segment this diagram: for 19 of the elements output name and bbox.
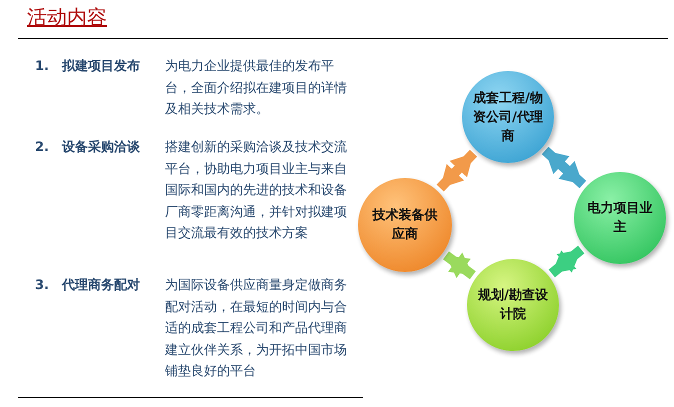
double-arrow — [542, 146, 586, 188]
item-description: 搭建创新的采购洽谈及技术交流平台，协助电力项目业主与来自国际和国内的先进的技术和设备厂商零距离沟通，并针对拟建项目交流最有效的技术方案 — [165, 139, 348, 243]
node-label: 电力项目业主 — [586, 200, 654, 237]
double-arrow — [443, 251, 476, 280]
item-heading: 代理商务配对 — [62, 276, 140, 295]
circle-node — [467, 259, 559, 351]
node-label: 规划/勘查设计院 — [477, 287, 549, 324]
double-arrow — [436, 150, 478, 192]
item-heading: 拟建项目发布 — [62, 58, 140, 76]
item-number: 2. — [35, 139, 49, 157]
item-number: 1. — [35, 58, 49, 76]
node-label: 成套工程/物资公司/代理商 — [472, 90, 544, 146]
item-number: 3. — [35, 277, 49, 295]
item-description: 为电力企业提供最佳的发布平台，全面介绍拟在建项目的详情及相关技术需求。 — [165, 58, 348, 119]
item-heading: 设备采购洽谈 — [62, 138, 140, 157]
heading: 活动内容 — [27, 4, 107, 31]
node-label: 技术装备供应商 — [371, 207, 438, 244]
circle-node — [574, 172, 666, 264]
item-description: 为国际设备供应商量身定做商务配对活动，在最短的时间内与合适的成套工程公司和产品代理商建立伙伴关系，为开拓中国市场铺垫良好的平台 — [165, 277, 348, 381]
